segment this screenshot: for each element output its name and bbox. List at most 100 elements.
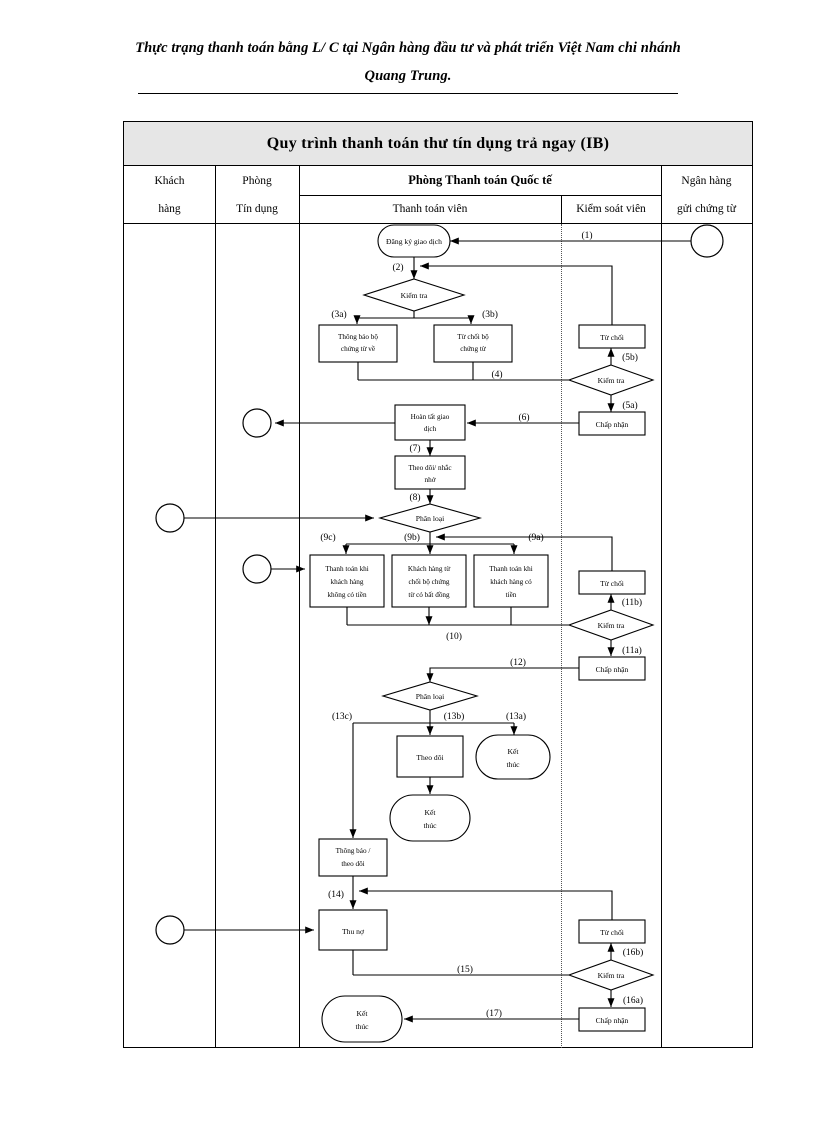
node-kh-tu-choi-bat-dong-label2: chối bộ chứng	[408, 578, 449, 586]
document-title-line1: Thực trạng thanh toán bằng L/ C tại Ngân…	[135, 40, 681, 56]
edge-15	[352, 950, 586, 975]
node-thu-no-label: Thu nợ	[342, 927, 365, 936]
node-thong-bao-bo-chung-tu-ve-label: Thông báo bộ	[338, 333, 378, 341]
node-kiem-tra-3-label: Kiểm tra	[598, 621, 625, 630]
node-tu-choi-1-label: Từ chối	[600, 333, 624, 342]
step-label-14: (14)	[328, 889, 344, 900]
edge-9-split	[346, 532, 514, 545]
edge-12	[426, 667, 579, 682]
node-hoan-tat-giao-dich	[394, 404, 466, 441]
node-thong-bao-bo-chung-tu-ve-label2: chứng từ về	[341, 345, 375, 353]
step-label-3b: (3b)	[482, 309, 498, 320]
node-tu-choi-bo-chung-tu-label: Từ chối bộ	[457, 333, 489, 341]
lane-header-phong-tin-dung: Phòng	[215, 166, 299, 196]
node-ket-thuc-c-label: Kết	[357, 1009, 369, 1018]
document-title-line2: Quang Trung.	[364, 68, 452, 84]
node-dang-ky-giao-dich-label: Đăng ký giao dịch	[386, 237, 442, 246]
flowchart-title: Quy trình thanh toán thư tín dụng trả ng…	[266, 134, 610, 152]
node-circle-khach-hang-2	[155, 915, 185, 945]
step-label-12: (12)	[510, 657, 526, 668]
node-ket-thuc-b-label2: thúc	[423, 821, 437, 830]
step-label-13b: (13b)	[444, 711, 465, 722]
edge-4	[357, 362, 586, 380]
lane-group-underline	[299, 195, 661, 196]
node-theo-doi	[396, 735, 464, 778]
node-ket-thuc-b-label: Kết	[425, 808, 437, 817]
lane-header-ngan-hang-gui: Ngân hàng	[661, 166, 752, 196]
lane-sep-4-header	[661, 166, 662, 224]
node-thong-bao-bo-chung-tu-ve	[318, 324, 398, 363]
edge-10	[346, 607, 586, 625]
lane-header-kiem-soat-vien-text: Kiểm soát viên	[576, 203, 646, 216]
node-chap-nhan-3-label: Chấp nhận	[596, 1016, 629, 1025]
lane-sep-2-body	[299, 224, 300, 1048]
edge-tu-choi-1-return	[420, 262, 613, 325]
node-tt-co-tien	[473, 554, 549, 608]
edge-13-split	[353, 710, 514, 724]
node-tu-choi-2-label: Từ chối	[600, 579, 624, 588]
node-tt-khong-co-tien-label3: không có tiền	[327, 591, 367, 599]
node-ket-thuc-a	[475, 734, 551, 780]
lane-header-khach-hang-text-2: hàng	[158, 203, 181, 216]
lane-header-khach-hang-text: Khách	[154, 174, 185, 187]
lane-header-thanh-toan-vien-text: Thanh toán viên	[392, 203, 468, 216]
node-tu-choi-bo-chung-tu	[433, 324, 513, 363]
step-label-3a: (3a)	[331, 309, 346, 320]
node-hoan-tat-giao-dich-label2: dịch	[424, 425, 437, 433]
flowchart-graphics: (1) Đăng ký giao dịch (2) Kiểm tra (3a) …	[155, 224, 724, 1043]
node-kiem-tra-4-label: Kiểm tra	[598, 971, 625, 980]
lane-sep-3-header	[561, 196, 562, 224]
node-circle-phong-tin-dung-1	[242, 408, 272, 438]
step-label-9c: (9c)	[320, 532, 335, 543]
lane-header-phong-tin-dung-text-2: Tín dụng	[236, 203, 278, 216]
step-label-5b: (5b)	[622, 352, 638, 363]
step-label-9b: (9b)	[404, 532, 420, 543]
lane-sep-3-body	[561, 224, 562, 1048]
step-label-7: (7)	[409, 443, 420, 454]
lane-sep-1-body	[215, 224, 216, 1048]
node-circle-phong-tin-dung-2	[242, 554, 272, 584]
step-label-8: (8)	[409, 492, 420, 503]
node-phan-loai-1-label: Phân loại	[416, 514, 444, 523]
lane-header-thanh-toan-vien: Thanh toán viên	[299, 196, 561, 223]
step-label-16a: (16a)	[623, 995, 643, 1006]
lane-header-khach-hang-2: hàng	[124, 196, 215, 223]
lane-header-row-1: Khách Phòng Phòng Thanh toán Quốc tế Ngâ…	[124, 166, 752, 196]
node-start-ngan-hang	[690, 224, 724, 258]
step-label-17: (17)	[486, 1008, 502, 1019]
node-ket-thuc-c	[321, 995, 403, 1043]
flowchart-title-band: Quy trình thanh toán thư tín dụng trả ng…	[124, 122, 752, 166]
step-label-11b: (11b)	[622, 597, 642, 608]
step-label-10: (10)	[446, 631, 462, 642]
edge-tu-choi-2-return	[436, 533, 613, 571]
node-tt-co-tien-label3: tiền	[506, 591, 517, 599]
node-circle-khach-hang-1	[155, 503, 185, 533]
step-label-2: (2)	[392, 262, 403, 273]
node-tt-khong-co-tien	[309, 554, 385, 608]
node-tu-choi-3-label: Từ chối	[600, 928, 624, 937]
node-kiem-tra-2-label: Kiểm tra	[598, 376, 625, 385]
lane-header-phong-ttqt-text: Phòng Thanh toán Quốc tế	[408, 173, 552, 188]
step-label-11a: (11a)	[622, 645, 642, 656]
step-label-13a: (13a)	[506, 711, 526, 722]
step-label-4: (4)	[491, 369, 502, 380]
node-chap-nhan-2-label: Chấp nhận	[596, 665, 629, 674]
flowchart-container: Quy trình thanh toán thư tín dụng trả ng…	[123, 121, 753, 1048]
lane-header-row-2: hàng Tín dụng Thanh toán viên Kiểm soát …	[124, 196, 752, 224]
step-label-5a: (5a)	[622, 400, 637, 411]
node-thong-bao-theo-doi-label: Thông báo /	[336, 847, 371, 855]
node-kh-tu-choi-bat-dong-label3: từ có bất đồng	[408, 591, 450, 599]
node-theo-doi-label: Theo dõi	[416, 753, 443, 762]
node-tu-choi-bo-chung-tu-label2: chứng từ	[460, 345, 487, 353]
lane-header-ngan-hang-gui-text: Ngân hàng	[681, 174, 732, 187]
header-divider	[138, 93, 678, 94]
node-ket-thuc-b	[389, 794, 471, 842]
lane-sep-4-body	[661, 224, 662, 1048]
node-thong-bao-theo-doi	[318, 838, 388, 877]
edge-3-split	[357, 311, 471, 319]
lane-header-phong-ttqt: Phòng Thanh toán Quốc tế	[299, 166, 661, 196]
step-label-16b: (16b)	[623, 947, 644, 958]
node-thu-no	[318, 909, 388, 951]
step-label-6: (6)	[518, 412, 529, 423]
node-ket-thuc-a-label: Kết	[508, 747, 520, 756]
